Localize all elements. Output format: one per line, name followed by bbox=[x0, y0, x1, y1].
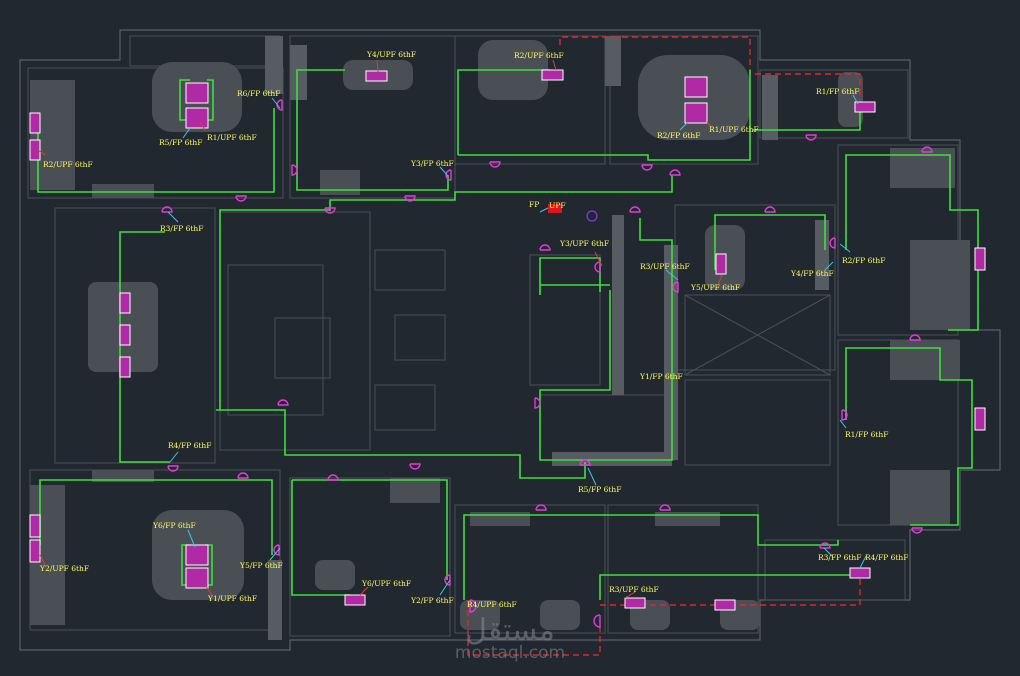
circuit-label: Y6/UPF 6thF bbox=[361, 579, 411, 588]
circuit-label: R4/FP 6thF bbox=[168, 441, 211, 450]
circuit-label: R5/FP 6thF bbox=[159, 138, 202, 147]
circuit-label: R6/FP 6thF bbox=[237, 89, 280, 98]
circuit-label: Y1/FP 6thF bbox=[639, 372, 683, 381]
panel-circle-icon bbox=[586, 210, 598, 222]
walls bbox=[19, 29, 1001, 651]
circuit-label: Y4/UPF 6thF bbox=[366, 50, 416, 59]
outlets bbox=[29, 69, 986, 628]
circuit-label: Y5/UPF 6thF bbox=[690, 283, 740, 292]
outlet-box bbox=[119, 356, 131, 378]
outlet-box bbox=[974, 247, 986, 271]
outlet-box bbox=[29, 514, 41, 538]
circuit-label: R2/UPF 6thF bbox=[514, 51, 564, 60]
outlet-box bbox=[29, 539, 41, 563]
wiring bbox=[38, 69, 979, 600]
outlet-box bbox=[684, 76, 708, 98]
circuit-label: Y1/UPF 6thF bbox=[207, 594, 257, 603]
circuit-label: R1/UPF 6thF bbox=[207, 133, 257, 142]
circuit-label: R2/FP 6thF bbox=[657, 131, 700, 140]
leader-lines bbox=[37, 59, 867, 599]
circuit-label: R3/FP 6thF bbox=[818, 553, 861, 562]
circuit-label: R3/UPF 6thF bbox=[640, 262, 690, 271]
circuit-label: Y6/FP 6thF bbox=[152, 521, 196, 530]
outlet-box bbox=[714, 599, 736, 611]
panel-marker bbox=[548, 204, 562, 213]
circuit-label: R3/UPF 6thF bbox=[609, 585, 659, 594]
circuit-label: R1/FP 6thF bbox=[845, 430, 888, 439]
outlet-box bbox=[185, 567, 209, 589]
watermark-latin: mostaql.com bbox=[455, 643, 565, 663]
circuit-labels: R6/FP 6thF R1/UPF 6thF R5/FP 6thF R2/UPF… bbox=[39, 50, 908, 609]
circuit-label: Y5/FP 6thF bbox=[239, 561, 283, 570]
circuit-label: R5/FP 6thF bbox=[578, 485, 621, 494]
outlet-box bbox=[119, 292, 131, 314]
circuit-label: R1/FP 6thF bbox=[816, 87, 859, 96]
circuit-label: UPF bbox=[549, 201, 566, 210]
circuit-label: Y3/UPF 6thF bbox=[559, 239, 609, 248]
circuit-label: R1/UPF 6thF bbox=[709, 125, 759, 134]
outlet-box bbox=[684, 102, 708, 124]
outlet-box bbox=[29, 112, 41, 134]
outlet-box bbox=[624, 597, 646, 609]
outlet-box bbox=[119, 324, 131, 346]
outlet-box bbox=[29, 139, 41, 161]
outlet-box bbox=[541, 69, 564, 81]
outlet-box bbox=[715, 253, 727, 275]
outlet-box bbox=[344, 594, 366, 606]
circuit-label: R2/FP 6thF bbox=[842, 256, 885, 265]
circuit-label: R4/UPF 6thF bbox=[467, 600, 517, 609]
watermark: مستقل mostaql.com bbox=[455, 613, 565, 663]
outlet-box bbox=[849, 567, 871, 579]
circuit-label: R3/FP 6thF bbox=[160, 224, 203, 233]
furniture bbox=[30, 36, 970, 640]
outlet-box bbox=[365, 70, 388, 82]
circuit-label: R4/FP 6thF bbox=[865, 553, 908, 562]
dashed-circuits bbox=[467, 36, 861, 656]
circuit-label: FP bbox=[529, 200, 539, 209]
circuit-label: Y4/FP 6thF bbox=[790, 269, 834, 278]
circuit-label: Y2/UPF 6thF bbox=[39, 564, 89, 573]
circuit-label: Y2/FP 6thF bbox=[410, 596, 454, 605]
circuit-label: Y3/FP 6thF bbox=[410, 159, 454, 168]
outlet-box bbox=[185, 82, 209, 104]
watermark-arabic: مستقل bbox=[465, 613, 555, 648]
outlet-box bbox=[974, 407, 986, 431]
outlet-box bbox=[854, 101, 876, 113]
circuit-label: R2/UPF 6thF bbox=[43, 160, 93, 169]
outlet-box bbox=[185, 107, 209, 129]
outlet-box bbox=[185, 544, 209, 566]
